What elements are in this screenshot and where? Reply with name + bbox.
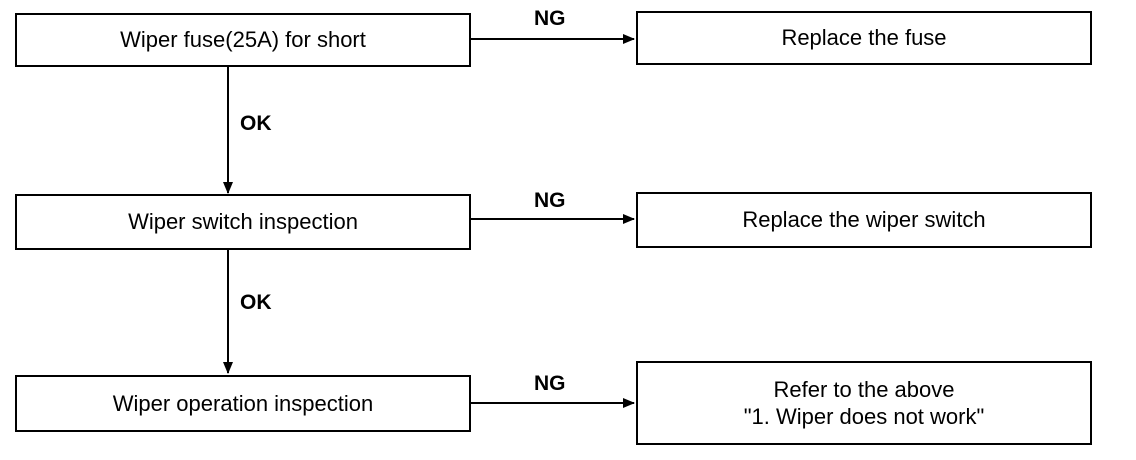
ok-label-2: OK xyxy=(240,291,272,314)
action-label-replace-fuse: Replace the fuse xyxy=(781,25,947,51)
action-box-replace-switch: Replace the wiper switch xyxy=(636,192,1092,248)
check-label-fuse: Wiper fuse(25A) for short xyxy=(120,27,366,53)
check-label-operation: Wiper operation inspection xyxy=(112,390,374,416)
check-label-switch: Wiper switch inspection xyxy=(128,209,358,235)
action-label-refer-line-2: "1. Wiper does not work" xyxy=(743,404,985,429)
ng-label-2: NG xyxy=(534,189,566,212)
ng-label-1: NG xyxy=(534,7,566,30)
action-label-refer-line-1: Refer to the above xyxy=(773,376,955,402)
ok-label-1: OK xyxy=(240,112,272,135)
check-box-switch: Wiper switch inspection xyxy=(15,194,471,250)
check-box-operation: Wiper operation inspection xyxy=(15,375,471,432)
action-box-replace-fuse: Replace the fuse xyxy=(636,11,1092,65)
action-label-replace-switch: Replace the wiper switch xyxy=(742,207,986,233)
ng-label-3: NG xyxy=(534,372,566,395)
check-box-fuse: Wiper fuse(25A) for short xyxy=(15,13,471,67)
action-box-refer-above: Refer to the above "1. Wiper does not wo… xyxy=(636,361,1092,445)
